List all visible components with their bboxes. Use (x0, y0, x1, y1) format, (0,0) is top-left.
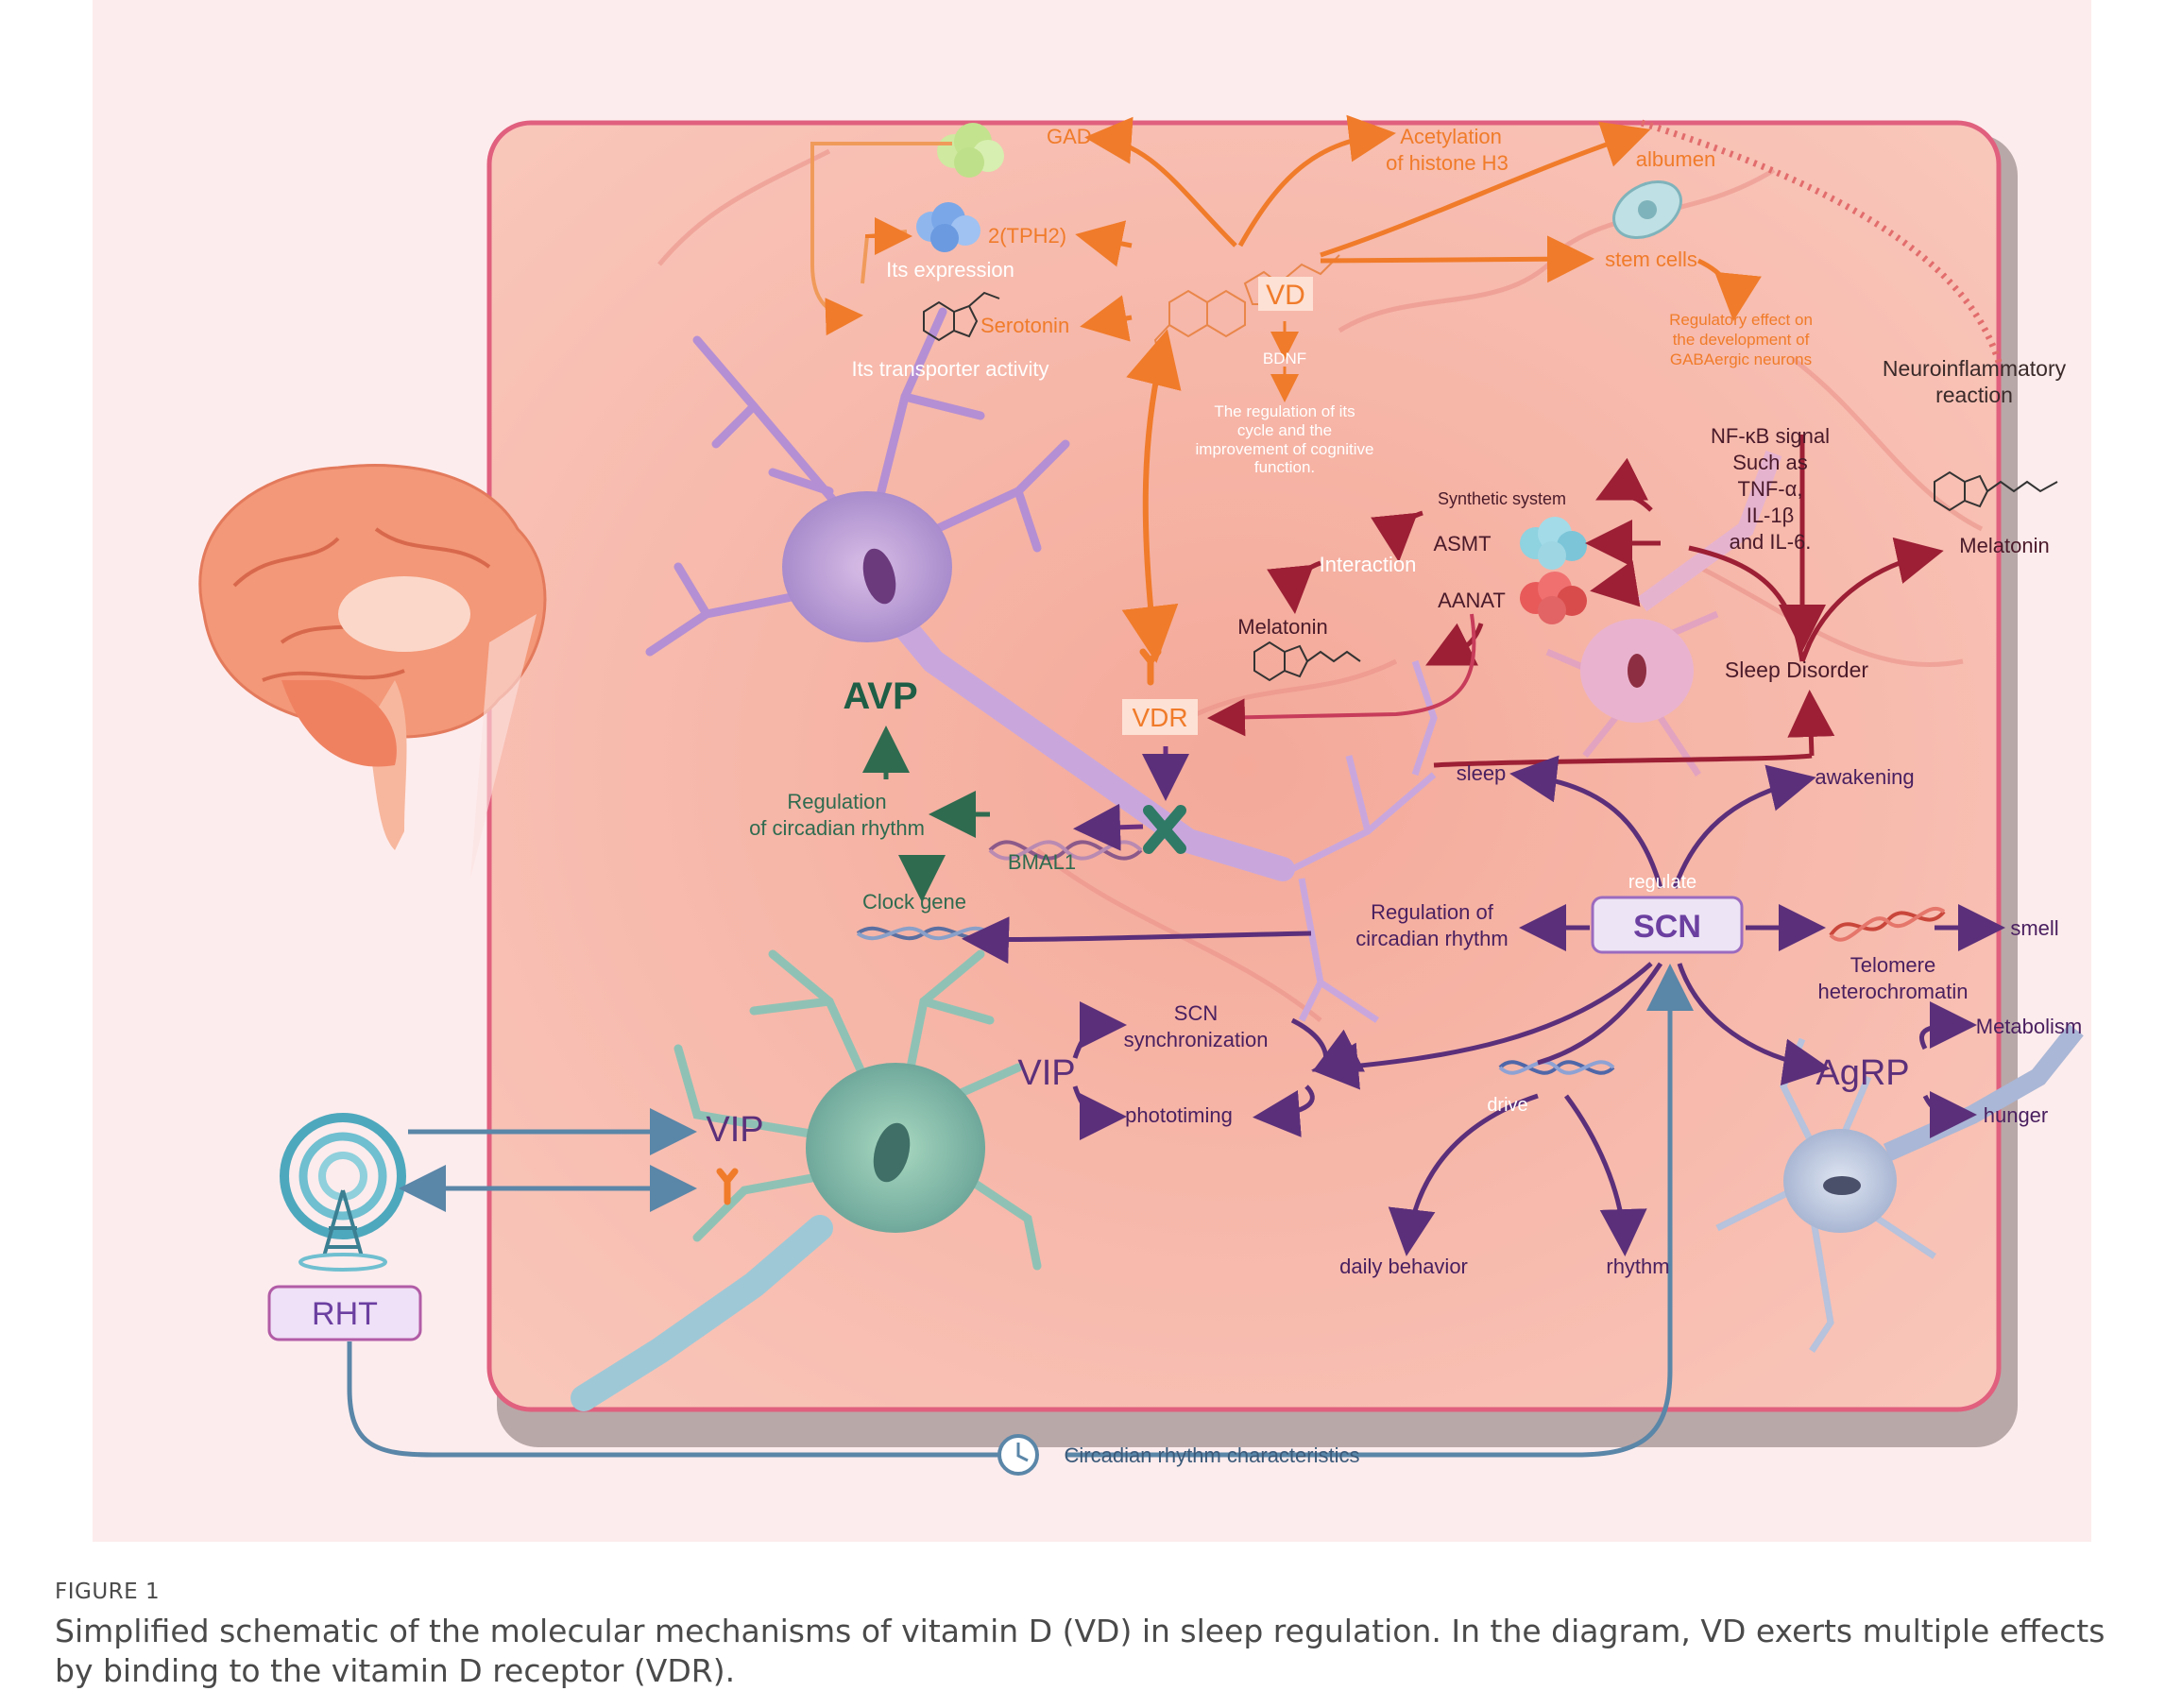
label-acetylation-2: of histone H3 (1386, 151, 1509, 175)
label-gad: GAD (1047, 125, 1092, 148)
receptor-vip-icon (716, 1168, 739, 1205)
label-vip-center: VIP (1017, 1053, 1075, 1093)
label-circadian-characteristics: Circadian rhythm characteristics (1065, 1443, 1360, 1467)
label-avp: AVP (843, 675, 917, 717)
label-synthetic-system: Synthetic system (1438, 489, 1566, 508)
stem-cell-icon (1612, 180, 1682, 239)
label-nfkb-3: TNF-α, (1738, 477, 1803, 501)
molecule-asmt-icon (1520, 517, 1587, 570)
label-clock-gene: Clock gene (862, 890, 966, 914)
label-regulation-circadian-center-2: circadian rhythm (1355, 927, 1508, 950)
label-regulation-cycle-3: improvement of cognitive (1196, 440, 1374, 458)
label-drive: drive (1487, 1095, 1527, 1116)
label-serotonin: Serotonin (980, 314, 1069, 337)
label-regulatory-3: GABAergic neurons (1670, 350, 1812, 368)
label-vd: VD (1266, 280, 1305, 311)
label-regulatory-1: Regulatory effect on (1669, 311, 1813, 329)
label-regulation-cycle-2: cycle and the (1237, 421, 1332, 439)
label-daily-behavior: daily behavior (1339, 1255, 1468, 1278)
membrane-dots (1640, 119, 2004, 369)
vdr-box (1122, 699, 1198, 735)
label-tph2: 2(TPH2) (988, 224, 1066, 248)
label-smell: smell (2010, 916, 2058, 940)
vd-box (1258, 277, 1313, 311)
label-regulation-circadian-left-1: Regulation (787, 790, 886, 813)
molecule-aanat-icon (1520, 572, 1587, 624)
serotonin-structure-icon (923, 291, 1000, 342)
label-regulation-cycle-1: The regulation of its (1214, 402, 1355, 420)
molecule-green-icon (937, 123, 1004, 178)
label-nfkb-2: Such as (1732, 451, 1808, 474)
melatonin-structure-left-icon (1253, 640, 1361, 682)
label-nfkb-5: and IL-6. (1730, 530, 1812, 554)
label-rht: RHT (312, 1296, 378, 1332)
clock-icon (997, 1434, 1039, 1476)
label-neuroinflammatory-1: Neuroinflammatory (1883, 356, 2067, 381)
label-vip-left: VIP (706, 1110, 763, 1150)
scn-box (1591, 896, 1744, 954)
label-interaction: Interaction (1320, 553, 1417, 576)
melatonin-structure-right-icon (1934, 470, 2058, 512)
label-scn-sync-1: SCN (1174, 1001, 1218, 1025)
label-aanat: AANAT (1438, 589, 1506, 612)
label-asmt: ASMT (1433, 532, 1491, 555)
brain-icon (198, 464, 547, 879)
label-its-transporter: Its transporter activity (851, 357, 1048, 381)
label-metabolism: Metabolism (1976, 1015, 2082, 1038)
label-nfkb-1: NF-κB signal (1711, 424, 1830, 448)
label-melatonin-left: Melatonin (1237, 615, 1327, 639)
label-scn: SCN (1633, 909, 1701, 945)
label-scn-sync-2: synchronization (1124, 1028, 1269, 1051)
figure-label: FIGURE 1 (55, 1580, 161, 1604)
label-rhythm: rhythm (1606, 1255, 1669, 1278)
label-neuroinflammatory-2: reaction (1935, 383, 2013, 407)
label-regulation-cycle-4: function. (1254, 458, 1315, 476)
sleep-neuron-icon (1545, 450, 1782, 777)
figure: GAD Acetylation of histone H3 albumen 2(… (93, 0, 2091, 1542)
radio-tower-icon (280, 1113, 406, 1272)
label-albumen: albumen (1636, 147, 1715, 171)
label-hunger: hunger (1984, 1103, 2049, 1127)
molecule-blue-icon (916, 202, 980, 252)
label-bmal1: BMAL1 (1008, 850, 1076, 874)
label-regulatory-2: the development of (1673, 331, 1810, 349)
label-regulation-circadian-left-2: of circadian rhythm (749, 816, 925, 840)
figure-caption: Simplified schematic of the molecular me… (55, 1613, 2105, 1689)
rht-box (267, 1285, 422, 1341)
label-telomere-2: heterochromatin (1818, 980, 1969, 1003)
dna-drive-icon (1498, 1060, 1615, 1075)
avp-neuron-icon (645, 307, 1438, 1023)
dna-telomere-icon (1829, 907, 1946, 942)
label-melatonin-right: Melatonin (1959, 534, 2049, 557)
label-agrp: AgRP (1815, 1053, 1909, 1093)
label-sleep-disorder: Sleep Disorder (1725, 658, 1868, 682)
label-nfkb-4: IL-1β (1747, 504, 1795, 527)
diagram-canvas: GAD Acetylation of histone H3 albumen 2(… (198, 114, 2084, 1476)
label-vdr: VDR (1132, 703, 1187, 732)
label-awakening: awakening (1815, 765, 1914, 789)
vip-neuron-icon (571, 949, 1042, 1411)
label-phototiming: phototiming (1125, 1103, 1233, 1127)
label-stem-cells: stem cells (1605, 248, 1697, 271)
label-telomere-1: Telomere (1850, 953, 1935, 977)
label-its-expression: Its expression (886, 258, 1014, 282)
label-acetylation-1: Acetylation (1400, 125, 1502, 148)
chromosome-icon (1143, 805, 1186, 854)
label-regulation-circadian-center-1: Regulation of (1371, 900, 1494, 924)
label-regulate: regulate (1628, 872, 1696, 893)
label-sleep: sleep (1457, 761, 1507, 785)
label-bdnf: BDNF (1263, 350, 1306, 367)
